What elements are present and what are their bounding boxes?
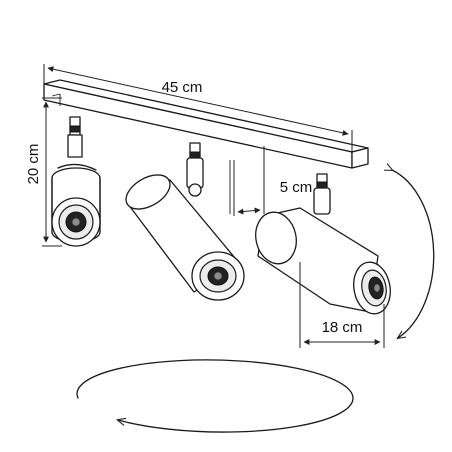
offset-dimension: 5 cm: [233, 146, 313, 216]
height-label: 20 cm: [25, 144, 42, 185]
spotlight-middle: [125, 142, 245, 301]
offset-label: 5 cm: [280, 179, 313, 196]
length-dimension: 45 cm: [43, 64, 353, 152]
length-label: 45 cm: [162, 79, 203, 96]
spotlight-right: [255, 173, 391, 315]
height-dimension: 20 cm: [25, 97, 62, 247]
rotate-vertical-arrow-icon: [392, 170, 435, 338]
ceiling-bar: [43, 79, 369, 169]
rotate-horizontal-arrow-icon: [76, 359, 354, 433]
spotlight-left: [51, 116, 101, 247]
lamp-length-label: 18 cm: [322, 319, 363, 336]
lamp-length-dimension: 18 cm: [299, 262, 385, 348]
